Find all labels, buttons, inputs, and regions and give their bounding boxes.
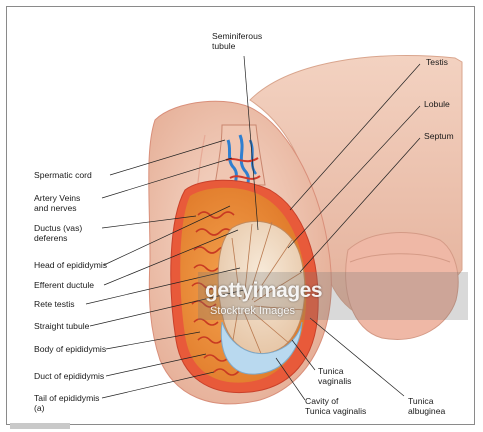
label-rete-testis: Rete testis	[34, 299, 75, 309]
label-duct-of-epididymis: Duct of epididymis	[34, 371, 104, 381]
label-efferent-ductule: Efferent ductule	[34, 280, 94, 290]
label-spermatic-cord: Spermatic cord	[34, 170, 92, 180]
label-seminiferous-tubule: Seminiferous tubule	[212, 31, 262, 51]
watermark-brand: gettyimages	[205, 279, 322, 303]
label-tunica-vaginalis: Tunica vaginalis	[318, 366, 351, 386]
label-tunica-albuginea: Tunica albuginea	[408, 396, 445, 416]
label-straight-tubule: Straight tubule	[34, 321, 89, 331]
label-artery-veins-nerves: Artery Veins and nerves	[34, 193, 80, 213]
label-testis: Testis	[426, 57, 448, 67]
label-body-of-epididymis: Body of epididymis	[34, 344, 106, 354]
label-ductus-deferens: Ductus (vas) deferens	[34, 223, 82, 243]
label-lobule: Lobule	[424, 99, 450, 109]
watermark-credit: Stocktrek Images	[210, 305, 295, 317]
label-tail-of-epididymis: Tail of epididymis (a)	[34, 393, 99, 413]
footer-bar	[10, 423, 70, 429]
label-cavity-of-tunica-vaginalis: Cavity of Tunica vaginalis	[305, 396, 366, 416]
label-head-of-epididymis: Head of epididymis	[34, 260, 107, 270]
label-septum: Septum	[424, 131, 454, 141]
